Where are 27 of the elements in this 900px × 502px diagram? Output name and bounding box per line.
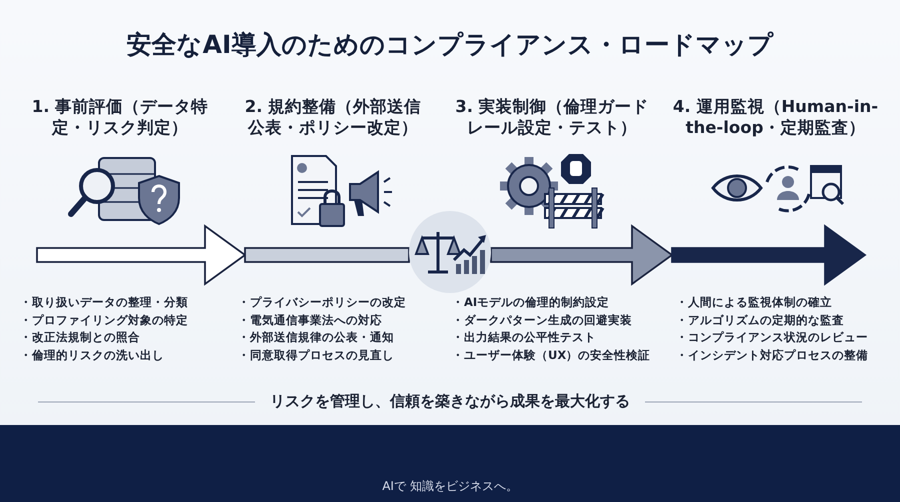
bullet-item: ・取り扱いデータの整理・分類 xyxy=(20,294,188,311)
step-heading: 3. 実装制御（倫理ガードレール設定・テスト） xyxy=(454,96,650,139)
bullet-item: ・人間による監視体制の確立 xyxy=(676,294,833,311)
bullet-item: ・ダークパターン生成の回避実装 xyxy=(452,312,633,328)
bullet-item: ・インシデント対応プロセスの整備 xyxy=(676,346,868,364)
bullet-item: ・プライバシーポリシーの改定 xyxy=(238,294,406,311)
block-arrow xyxy=(671,224,867,286)
bullet-item: ・電気通信事業法への対応 xyxy=(238,312,383,328)
step-heading: 1. 事前評価（データ特定・リスク判定） xyxy=(30,96,210,139)
title: 安全なAI導入のためのコンプライアンス・ロードマップ xyxy=(126,29,775,61)
block-arrow xyxy=(36,224,247,286)
connector-bar xyxy=(244,247,410,263)
bullet-item: ・ユーザー体験（UX）の安全性検証 xyxy=(452,346,650,364)
step-heading: 2. 規約整備（外部送信公表・ポリシー改定） xyxy=(244,96,422,139)
step-heading: 4. 運用監視（Human-in-the-loop・定期監査） xyxy=(672,96,880,139)
bullet-item: ・プロファイリング対象の特定 xyxy=(20,312,188,328)
bullet-item: ・アルゴリズムの定期的な監査 xyxy=(676,312,845,328)
bullet-item: ・AIモデルの倫理的制約設定 xyxy=(452,294,610,311)
bullet-item: ・改正法規制との照合 xyxy=(20,329,141,346)
bullet-item: ・コンプライアンス状況のレビュー xyxy=(676,329,868,346)
block-arrow xyxy=(490,224,674,286)
bullet-item: ・出力結果の公平性テスト xyxy=(452,329,597,346)
tagline: AIで 知識をビジネスへ。 xyxy=(381,478,519,495)
bullet-item: ・倫理的リスクの洗い出し xyxy=(20,346,165,364)
caption: リスクを管理し、信頼を築きながら成果を最大化する xyxy=(269,392,631,411)
bullet-item: ・同意取得プロセスの見直し xyxy=(238,346,395,364)
bullet-item: ・外部送信規律の公表・通知 xyxy=(238,329,395,346)
